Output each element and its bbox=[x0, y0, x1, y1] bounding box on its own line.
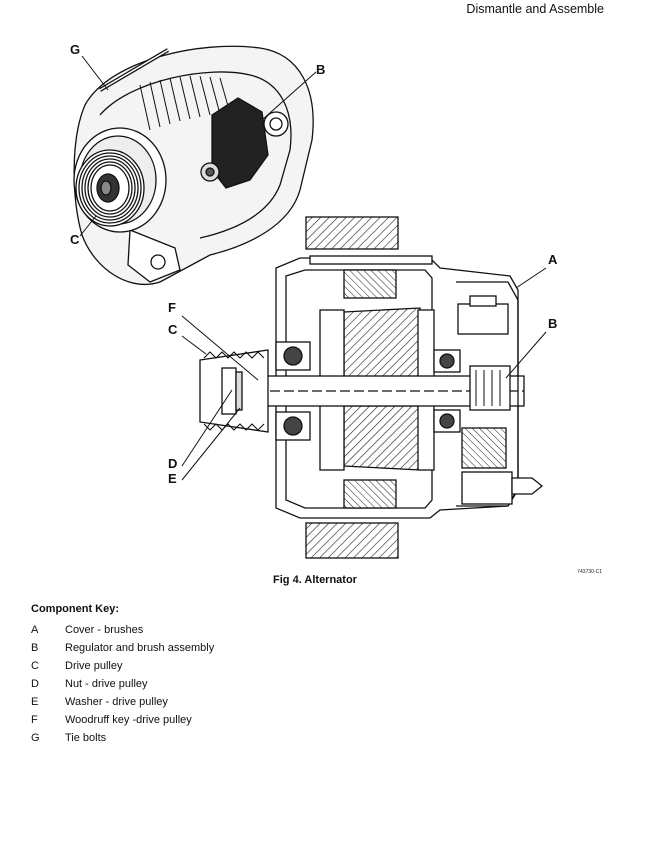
callout-e: E bbox=[168, 471, 177, 486]
callout-g: G bbox=[70, 42, 81, 57]
callout-d: D bbox=[168, 456, 178, 471]
component-key-row: A Cover - brushes bbox=[31, 621, 214, 639]
component-key-letter: B bbox=[31, 642, 39, 654]
component-key-list: A Cover - brushes B Regulator and brush … bbox=[31, 621, 214, 747]
component-key-description: Cover - brushes bbox=[65, 624, 144, 636]
component-key-letter: A bbox=[31, 624, 39, 636]
leader-lines-section bbox=[181, 267, 547, 481]
callout-b-section: B bbox=[548, 316, 558, 331]
alternator-cross-section bbox=[199, 216, 544, 559]
alternator-illustration bbox=[73, 45, 547, 559]
component-key-description: Nut - drive pulley bbox=[65, 678, 148, 690]
component-key-row: E Washer - drive pulley bbox=[31, 693, 214, 711]
component-key-title: Component Key: bbox=[31, 603, 119, 615]
callout-b-top: B bbox=[316, 62, 326, 77]
component-key-row: D Nut - drive pulley bbox=[31, 675, 214, 693]
component-key-letter: F bbox=[31, 714, 38, 726]
figure-caption: Fig 4. Alternator bbox=[273, 574, 357, 586]
callout-a: A bbox=[548, 252, 558, 267]
callout-f: F bbox=[168, 300, 176, 315]
callout-c-top: C bbox=[70, 232, 80, 247]
component-key-row: F Woodruff key -drive pulley bbox=[31, 711, 214, 729]
component-key-letter: G bbox=[31, 732, 40, 744]
component-key-letter: C bbox=[31, 660, 39, 672]
leader-lines-top bbox=[79, 55, 317, 237]
component-key-row: G Tie bolts bbox=[31, 729, 214, 747]
component-key-description: Washer - drive pulley bbox=[65, 696, 168, 708]
component-key-letter: E bbox=[31, 696, 39, 708]
section-title: Dismantle and Assemble bbox=[466, 2, 604, 16]
alternator-figure: G B C A B F C D E bbox=[0, 20, 646, 580]
component-key-description: Tie bolts bbox=[65, 732, 107, 744]
component-key-description: Regulator and brush assembly bbox=[65, 642, 215, 654]
figure-reference-number: 743730-C1 bbox=[577, 569, 602, 575]
component-key-row: C Drive pulley bbox=[31, 657, 214, 675]
component-key-row: B Regulator and brush assembly bbox=[31, 639, 214, 657]
component-key-description: Woodruff key -drive pulley bbox=[65, 714, 192, 726]
callout-c-section: C bbox=[168, 322, 178, 337]
component-key-letter: D bbox=[31, 678, 39, 690]
alternator-perspective-view bbox=[73, 45, 314, 286]
component-key-description: Drive pulley bbox=[65, 660, 123, 672]
